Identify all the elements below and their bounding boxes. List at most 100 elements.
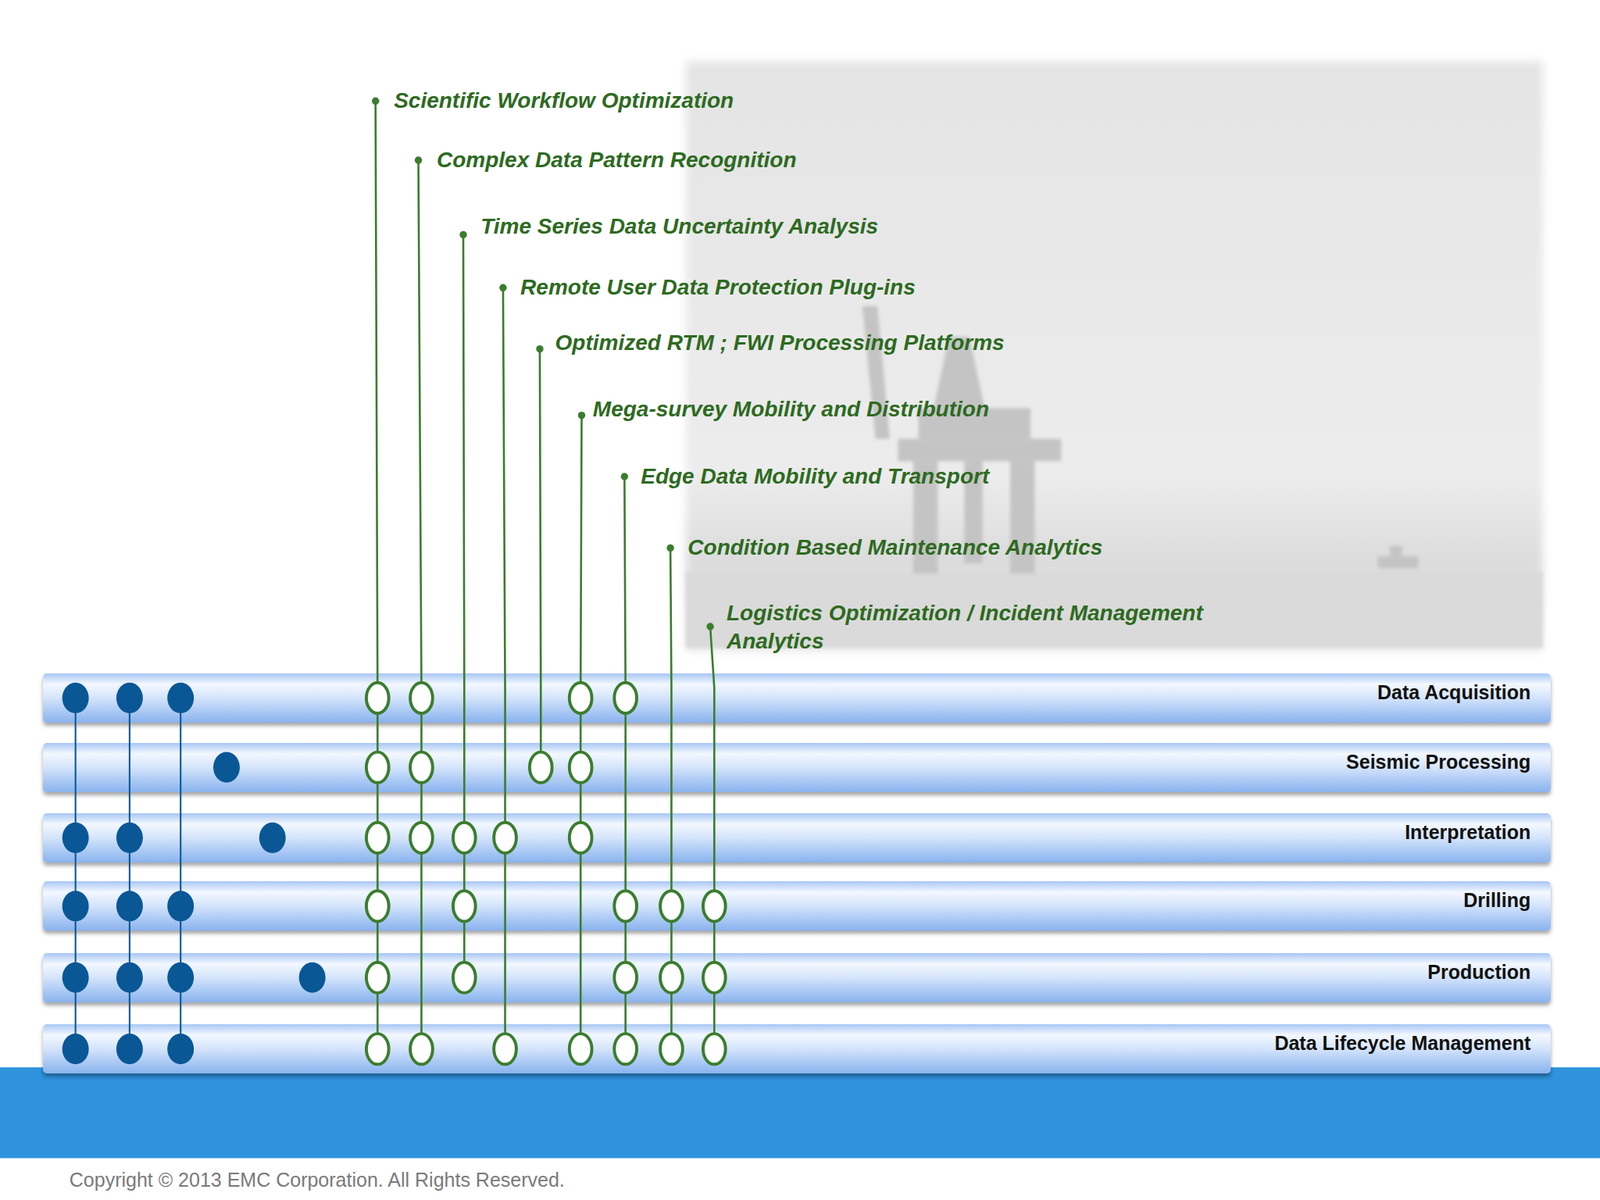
process-band: Data Acquisition xyxy=(42,673,1551,723)
band-label: Drilling xyxy=(1463,889,1551,912)
hollow-marker xyxy=(614,682,637,714)
leader-dot xyxy=(706,622,714,630)
hollow-marker xyxy=(703,890,726,922)
capability-label: Mega-survey Mobility and Distribution xyxy=(592,395,990,424)
capability-label: Scientific Workflow Optimization xyxy=(393,86,734,115)
filled-dot xyxy=(62,962,90,993)
filled-dot xyxy=(116,1033,143,1065)
hollow-marker xyxy=(366,890,390,922)
hollow-marker xyxy=(366,962,390,993)
band-label: Interpretation xyxy=(1404,821,1551,844)
filled-dot xyxy=(62,822,90,854)
hollow-marker xyxy=(660,962,683,993)
band-label: Seismic Processing xyxy=(1346,750,1551,774)
hollow-marker xyxy=(410,822,433,854)
hollow-marker xyxy=(366,682,390,714)
capability-label: Condition Based Maintenance Analytics xyxy=(687,533,1103,562)
hollow-marker xyxy=(366,1033,390,1065)
filled-dot xyxy=(167,682,194,714)
hollow-marker xyxy=(660,890,683,922)
hollow-marker xyxy=(569,822,593,854)
leader-line xyxy=(624,476,625,1050)
band-label: Data Lifecycle Management xyxy=(1274,1032,1551,1055)
leader-dot xyxy=(371,97,379,105)
footer-bar xyxy=(0,1067,1600,1158)
filled-dot xyxy=(116,822,143,854)
leader-dot xyxy=(459,231,467,239)
blue-markers xyxy=(62,682,326,1065)
leader-dot xyxy=(621,472,629,480)
filled-dot xyxy=(213,752,240,783)
filled-dot xyxy=(116,890,143,922)
boat xyxy=(1377,556,1418,569)
blue-connector-line xyxy=(75,697,77,1049)
leader-line xyxy=(463,234,465,978)
hollow-marker xyxy=(703,962,726,993)
hollow-marker xyxy=(569,752,593,783)
hollow-marker xyxy=(614,1033,637,1065)
process-band: Production xyxy=(42,953,1551,1003)
hollow-marker xyxy=(529,752,553,783)
capability-label: Remote User Data Protection Plug-ins xyxy=(520,273,916,302)
hollow-marker xyxy=(660,1033,683,1065)
filled-dot xyxy=(116,682,143,714)
filled-dot xyxy=(299,962,326,993)
hollow-marker xyxy=(410,752,433,783)
hollow-marker xyxy=(453,890,476,922)
capability-label: Complex Data Pattern Recognition xyxy=(436,146,797,175)
filled-dot xyxy=(62,682,90,714)
filled-dot xyxy=(259,822,286,854)
leader-dot xyxy=(414,156,422,164)
hollow-marker xyxy=(493,822,517,854)
process-band: Drilling xyxy=(42,881,1551,931)
capability-label: Optimized RTM ; FWI Processing Platforms xyxy=(555,328,1005,358)
hollow-marker xyxy=(453,962,476,993)
capability-label: Logistics Optimization / Incident Manage… xyxy=(726,599,1258,656)
band-label: Production xyxy=(1427,960,1551,984)
filled-dot xyxy=(62,1033,90,1065)
hollow-marker xyxy=(366,752,390,783)
boat-cabin xyxy=(1389,546,1403,557)
hollow-marker xyxy=(366,822,390,854)
leader-line xyxy=(539,349,541,768)
hollow-marker xyxy=(493,1033,517,1065)
leader-line xyxy=(670,547,672,1049)
filled-dot xyxy=(167,890,194,922)
leader-dot xyxy=(499,284,507,292)
capability-label: Edge Data Mobility and Transport xyxy=(640,462,990,491)
blue-connector-line xyxy=(179,697,182,1049)
rig-deck xyxy=(897,439,1061,462)
filled-dot xyxy=(62,890,90,922)
hollow-marker xyxy=(453,822,476,854)
band-label: Data Acquisition xyxy=(1377,681,1551,704)
filled-dot xyxy=(167,1033,194,1065)
leader-line xyxy=(503,287,506,1049)
copyright-note: Copyright © 2013 EMC Corporation. All Ri… xyxy=(69,1168,565,1192)
filled-dot xyxy=(167,962,194,993)
green-markers xyxy=(366,97,726,1065)
capability-label: Time Series Data Uncertainty Analysis xyxy=(480,212,879,241)
hollow-marker xyxy=(569,682,593,714)
leader-line xyxy=(710,626,715,1050)
process-band: Data Lifecycle Management xyxy=(42,1024,1551,1074)
leader-dot xyxy=(578,411,586,419)
hollow-marker xyxy=(410,1033,433,1065)
leader-line xyxy=(418,160,422,1050)
process-band: Interpretation xyxy=(42,813,1551,863)
hollow-marker xyxy=(614,890,637,922)
leader-dot xyxy=(535,345,543,353)
hollow-marker xyxy=(614,962,637,993)
leader-line xyxy=(375,100,379,1049)
filled-dot xyxy=(116,962,143,993)
photo-backdrop xyxy=(685,60,1543,651)
leader-line xyxy=(580,415,582,1050)
process-band: Seismic Processing xyxy=(42,742,1551,793)
hollow-marker xyxy=(703,1033,726,1065)
hollow-marker xyxy=(410,682,433,714)
blue-connector-line xyxy=(128,697,131,1049)
